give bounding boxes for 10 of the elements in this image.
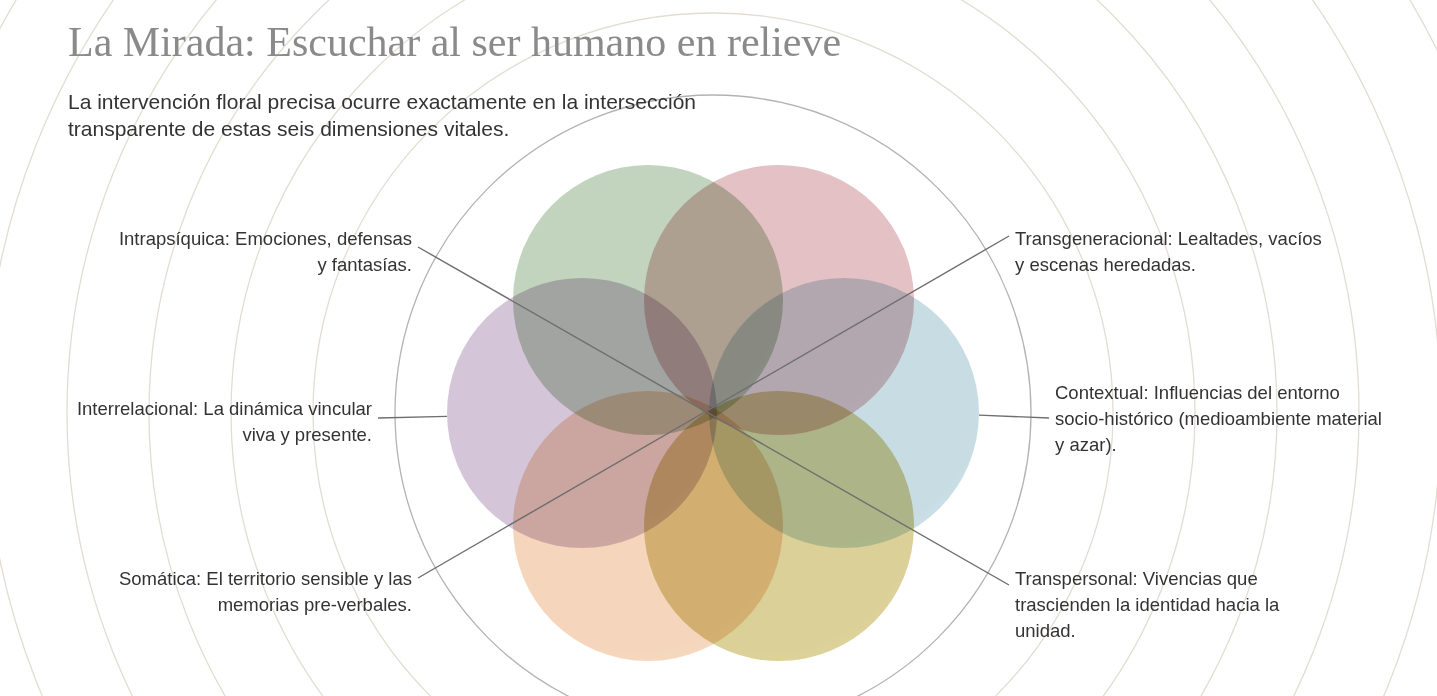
- title: La Mirada: Escuchar al ser humano en relieve: [68, 18, 842, 66]
- dimension-label: Interrelacional: La dinámica vincular viva y presente.: [75, 397, 372, 447]
- leader-line: [978, 414, 1050, 419]
- dimension-label: Transpersonal: Vivencias que trascienden la identidad hacia la unidad.: [1015, 567, 1281, 643]
- leader-line: [377, 415, 448, 419]
- dimension-label: Transgeneracional: Lealtades, vacíos y escenas heredadas.: [1015, 227, 1323, 277]
- dimension-label: Contextual: Influencias del entorno socio-histórico (medioambiente material y azar).: [1055, 381, 1383, 457]
- subtitle: La intervención floral precisa ocurre exactamente en la intersección transparente de estas seis dimensiones vitales.: [68, 89, 697, 142]
- dimension-label: Intrapsíquica: Emociones, defensas y fantasías.: [117, 227, 412, 277]
- dimension-label: Somática: El territorio sensible y las memorias pre-verbales.: [117, 567, 412, 617]
